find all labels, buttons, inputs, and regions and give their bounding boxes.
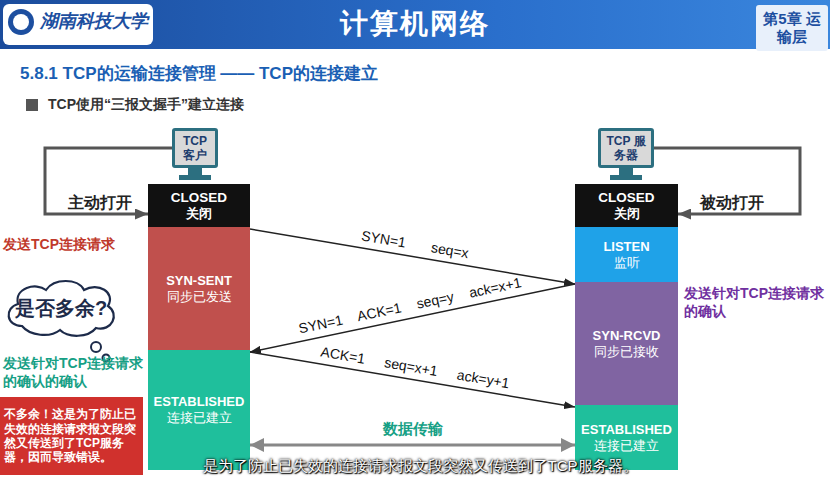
state-box: SYN-RCVD同步已接收 [575, 282, 678, 405]
state-box: LISTEN监听 [575, 227, 678, 282]
node-heading: ESTABLISHED [581, 422, 672, 438]
thought-cloud: 是否多余? [2, 276, 120, 340]
state-box: CLOSED关闭 [148, 184, 250, 227]
logo-emblem-inner [13, 14, 29, 30]
note-box: 不多余！这是为了防止已失效的连接请求报文段突然又传送到了TCP服务器，因而导致错… [0, 397, 143, 475]
edge-label: SYN=1 ACK=1 seq=y ack=x+1 [297, 275, 522, 337]
section-heading: 5.8.1 TCP的运输连接管理 —— TCP的连接建立 [20, 63, 580, 84]
client-monitor: TCP 客户 [172, 128, 218, 168]
node-subtext: 关闭 [614, 206, 640, 222]
node-heading: CLOSED [598, 190, 654, 206]
callout-text: 发送TCP连接请求 [3, 236, 145, 254]
slide-title: 计算机网络 [215, 6, 615, 41]
monitor-base [610, 175, 642, 180]
cloud-outline [9, 281, 114, 336]
node-heading: 是否多余? [15, 296, 107, 320]
callout-text: 发送针对TCP连接请求的确认的确认 [3, 355, 145, 390]
bullet-text: TCP使用“三报文握手”建立连接 [48, 96, 448, 114]
node-heading: 不多余！这是为了防止已失效的连接请求报文段突然又传送到了TCP服务器，因而导致错… [4, 407, 139, 465]
subtitle-caption: 是为了防止已失效的连接请求报文段突然又传送到了TCP服务器。 [120, 457, 720, 476]
server-monitor: TCP 服务器 [598, 128, 654, 168]
node-heading: SYN-RCVD [593, 328, 661, 344]
node-subtext: 连接已建立 [594, 438, 659, 454]
edge-label: 数据传输 [383, 421, 443, 438]
node-subtext: 监听 [614, 255, 640, 271]
edge-label: 被动打开 [700, 194, 764, 212]
node-heading: TCP 服务器 [604, 134, 648, 163]
node-heading: 第5章 运输层 [759, 10, 825, 46]
header-bar [0, 0, 830, 49]
node-subtext: 连接已建立 [167, 410, 232, 426]
callout-text: 发送针对TCP连接请求的确认 [684, 285, 826, 320]
logo-emblem [8, 9, 34, 35]
monitor-base [179, 175, 211, 180]
node-subtext: 同步已发送 [167, 289, 232, 305]
connector-arrow [250, 444, 575, 447]
bullet-square [26, 99, 38, 111]
university-logo: 湖南科技大学 [40, 10, 152, 33]
edge-label: ACK=1 seq=x+1 ack=y+1 [319, 344, 510, 391]
connector-arrow [250, 284, 575, 352]
state-box: SYN-SENT同步已发送 [148, 227, 250, 350]
node-heading: ESTABLISHED [154, 394, 245, 410]
edge-label: 主动打开 [68, 194, 132, 212]
connector-arrow [250, 229, 575, 284]
node-heading: LISTEN [603, 239, 649, 255]
state-box: CLOSED关闭 [575, 184, 678, 227]
logo-plate [3, 4, 153, 45]
monitor-neck [619, 168, 633, 175]
node-subtext: 同步已接收 [594, 344, 659, 360]
node-heading: CLOSED [171, 190, 227, 206]
chapter-box: 第5章 运输层 [756, 5, 828, 51]
state-box: ESTABLISHED连接已建立 [148, 350, 250, 470]
node-heading: TCP 客户 [178, 134, 212, 163]
node-heading: SYN-SENT [166, 273, 232, 289]
node-subtext: 关闭 [186, 206, 212, 222]
monitor-neck [188, 168, 202, 175]
thought-bubble [91, 342, 101, 352]
